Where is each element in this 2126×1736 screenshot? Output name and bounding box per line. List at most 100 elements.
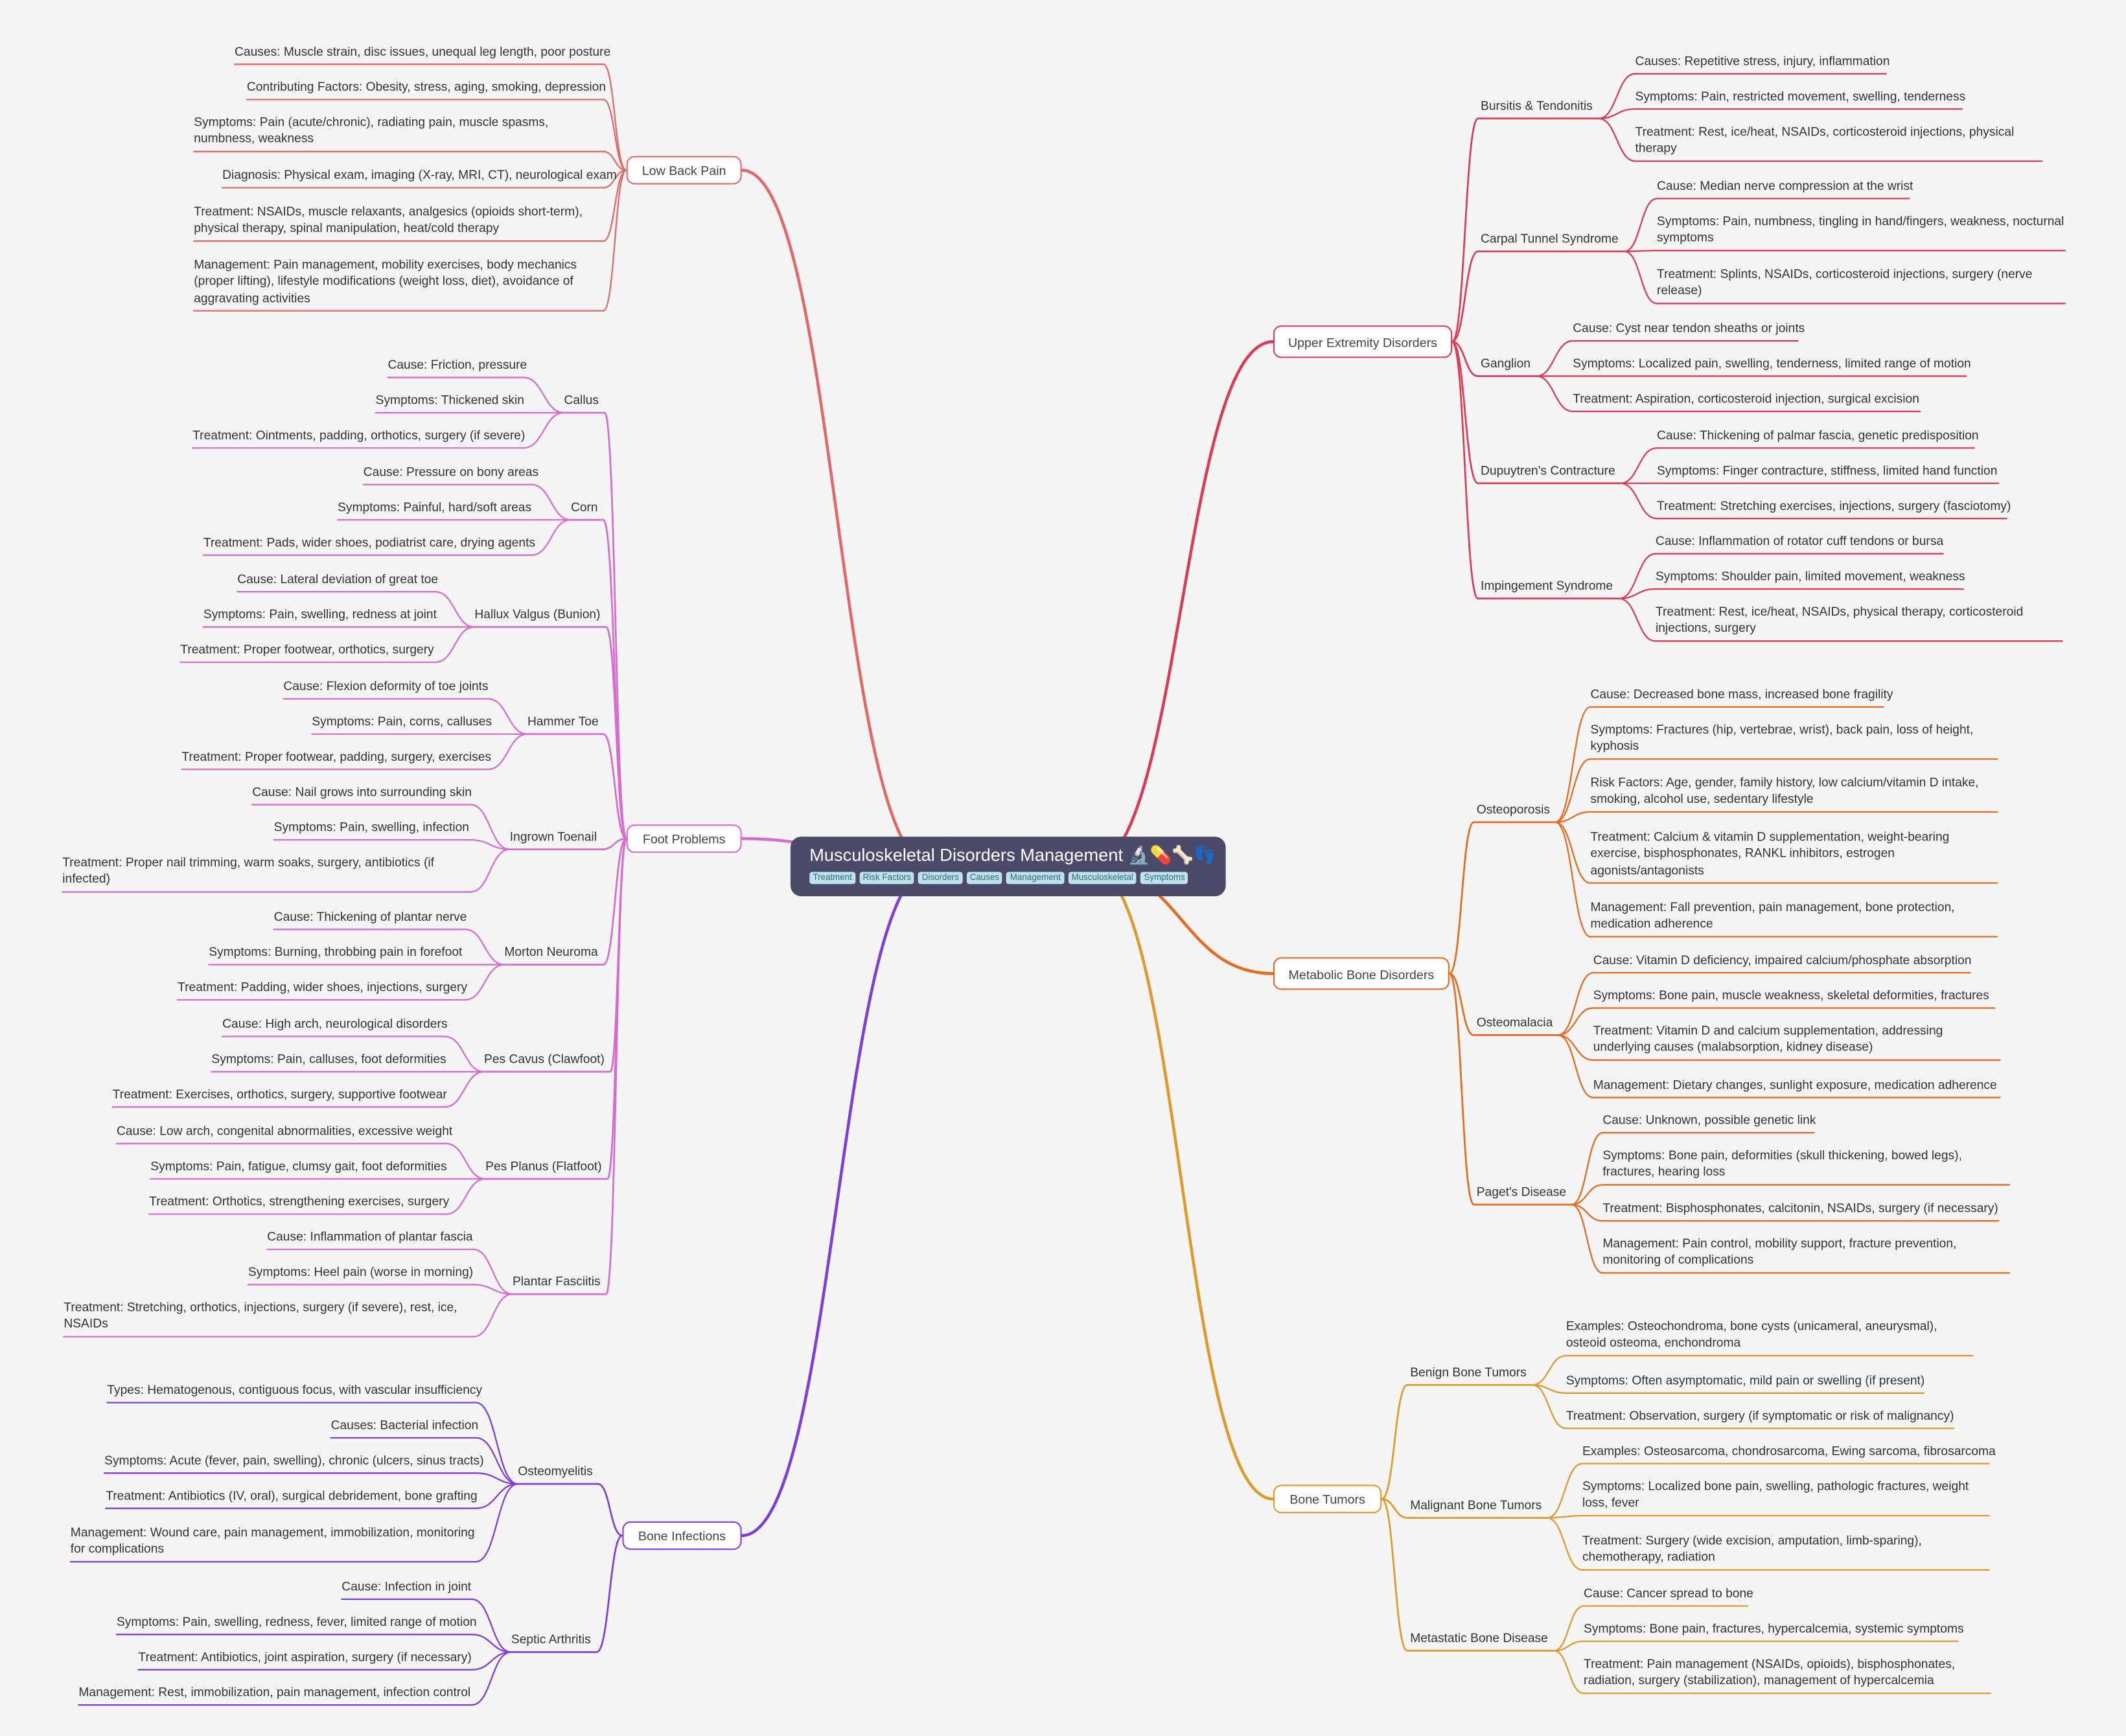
branch-upper[interactable]: Upper Extremity Disorders xyxy=(1273,325,1453,358)
leaf-upper-1[interactable]: Symptoms: Finger contracture, stiffness,… xyxy=(1657,463,1998,478)
sub-meta-osteomalacia[interactable]: Osteomalacia xyxy=(1476,1015,1553,1030)
leaf-meta-0[interactable]: Cause: Vitamin D deficiency, impaired ca… xyxy=(1593,953,1972,967)
leaf-inf-0[interactable]: Types: Hematogenous, contiguous focus, w… xyxy=(107,1383,483,1397)
leaf-foot-0[interactable]: Cause: Pressure on bony areas xyxy=(363,465,539,479)
sub-foot-callus[interactable]: Callus xyxy=(564,393,599,407)
leaf-meta-1[interactable]: Symptoms: Bone pain, muscle weakness, sk… xyxy=(1593,988,1989,1002)
sub-tumor-metastatic-bone-disease[interactable]: Metastatic Bone Disease xyxy=(1410,1631,1548,1645)
sub-foot-pes-planus-flatfoot[interactable]: Pes Planus (Flatfoot) xyxy=(485,1159,602,1174)
leaf-tumor-2[interactable]: Treatment: Surgery (wide excision, amput… xyxy=(1582,1533,1922,1564)
leaf-foot-0[interactable]: Cause: Nail grows into surrounding skin xyxy=(252,785,472,799)
leaf-inf-1[interactable]: Causes: Bacterial infection xyxy=(330,1418,479,1432)
leaf-tumor-2[interactable]: Treatment: Pain management (NSAIDs, opio… xyxy=(1584,1657,1956,1687)
leaf-upper-0[interactable]: Causes: Repetitive stress, injury, infla… xyxy=(1635,54,1890,68)
sub-tumor-benign-bone-tumors[interactable]: Benign Bone Tumors xyxy=(1410,1365,1527,1380)
leaf-lbp-4[interactable]: Treatment: NSAIDs, muscle relaxants, ana… xyxy=(194,204,583,235)
leaf-foot-2[interactable]: Treatment: Proper nail trimming, warm so… xyxy=(62,855,434,886)
sub-upper-dupuytren-s-contracture[interactable]: Dupuytren's Contracture xyxy=(1481,463,1615,478)
leaf-tumor-0[interactable]: Examples: Osteosarcoma, chondrosarcoma, … xyxy=(1582,1444,1996,1458)
sub-upper-ganglion[interactable]: Ganglion xyxy=(1481,356,1531,371)
leaf-foot-0[interactable]: Cause: Lateral deviation of great toe xyxy=(237,572,439,586)
leaf-foot-1[interactable]: Symptoms: Heel pain (worse in morning) xyxy=(248,1265,474,1279)
branch-meta[interactable]: Metabolic Bone Disorders xyxy=(1273,957,1450,990)
leaf-foot-1[interactable]: Symptoms: Painful, hard/soft areas xyxy=(338,500,532,515)
leaf-foot-1[interactable]: Symptoms: Thickened skin xyxy=(375,393,525,407)
leaf-upper-1[interactable]: Symptoms: Localized pain, swelling, tend… xyxy=(1573,356,1971,371)
tag-musculoskeletal[interactable]: Musculoskeletal xyxy=(1068,872,1137,885)
leaf-upper-0[interactable]: Cause: Inflammation of rotator cuff tend… xyxy=(1655,534,1944,548)
leaf-foot-2[interactable]: Treatment: Ointments, padding, orthotics… xyxy=(192,428,526,443)
leaf-meta-0[interactable]: Cause: Unknown, possible genetic link xyxy=(1602,1113,1816,1127)
leaf-upper-1[interactable]: Symptoms: Shoulder pain, limited movemen… xyxy=(1655,569,1965,583)
leaf-foot-2[interactable]: Treatment: Orthotics, strengthening exer… xyxy=(149,1194,450,1209)
tag-risk-factors[interactable]: Risk Factors xyxy=(859,872,915,885)
leaf-tumor-1[interactable]: Symptoms: Bone pain, fractures, hypercal… xyxy=(1584,1621,1964,1636)
leaf-tumor-0[interactable]: Cause: Cancer spread to bone xyxy=(1584,1586,1753,1601)
leaf-meta-4[interactable]: Management: Fall prevention, pain manage… xyxy=(1590,900,1955,931)
leaf-inf-3[interactable]: Treatment: Antibiotics (IV, oral), surgi… xyxy=(106,1488,478,1503)
leaf-lbp-0[interactable]: Causes: Muscle strain, disc issues, uneq… xyxy=(235,45,611,58)
leaf-inf-3[interactable]: Management: Rest, immobilization, pain m… xyxy=(78,1685,471,1699)
leaf-meta-3[interactable]: Treatment: Calcium & vitamin D supplemen… xyxy=(1590,829,1950,877)
sub-upper-impingement-syndrome[interactable]: Impingement Syndrome xyxy=(1481,579,1613,593)
sub-foot-hammer-toe[interactable]: Hammer Toe xyxy=(527,714,599,728)
leaf-upper-0[interactable]: Cause: Thickening of palmar fascia, gene… xyxy=(1657,428,1979,443)
leaf-foot-1[interactable]: Symptoms: Pain, swelling, redness at joi… xyxy=(203,607,437,621)
leaf-upper-2[interactable]: Treatment: Rest, ice/heat, NSAIDs, physi… xyxy=(1655,605,2024,636)
leaf-lbp-5[interactable]: Management: Pain management, mobility ex… xyxy=(194,257,577,305)
leaf-foot-1[interactable]: Symptoms: Burning, throbbing pain in for… xyxy=(209,945,463,959)
tag-symptoms[interactable]: Symptoms xyxy=(1140,872,1188,885)
sub-meta-osteoporosis[interactable]: Osteoporosis xyxy=(1476,802,1551,816)
leaf-inf-1[interactable]: Symptoms: Pain, swelling, redness, fever… xyxy=(116,1615,477,1629)
leaf-foot-2[interactable]: Treatment: Proper footwear, orthotics, s… xyxy=(180,642,434,656)
branch-foot[interactable]: Foot Problems xyxy=(626,824,742,853)
leaf-meta-2[interactable]: Risk Factors: Age, gender, family histor… xyxy=(1590,775,1979,806)
leaf-upper-2[interactable]: Treatment: Aspiration, corticosteroid in… xyxy=(1573,391,1919,406)
leaf-upper-0[interactable]: Cause: Cyst near tendon sheaths or joint… xyxy=(1573,321,1805,335)
leaf-inf-4[interactable]: Management: Wound care, pain management,… xyxy=(70,1525,475,1556)
sub-foot-pes-cavus-clawfoot[interactable]: Pes Cavus (Clawfoot) xyxy=(484,1052,605,1066)
branch-tumor[interactable]: Bone Tumors xyxy=(1273,1485,1382,1514)
sub-foot-ingrown-toenail[interactable]: Ingrown Toenail xyxy=(509,829,597,844)
leaf-tumor-1[interactable]: Symptoms: Localized bone pain, swelling,… xyxy=(1582,1479,1969,1510)
leaf-upper-2[interactable]: Treatment: Splints, NSAIDs, corticostero… xyxy=(1657,267,2033,298)
leaf-lbp-2[interactable]: Symptoms: Pain (acute/chronic), radiatin… xyxy=(194,115,549,146)
leaf-upper-2[interactable]: Treatment: Stretching exercises, injecti… xyxy=(1657,499,2011,513)
leaf-upper-2[interactable]: Treatment: Rest, ice/heat, NSAIDs, corti… xyxy=(1635,124,2015,156)
leaf-inf-2[interactable]: Symptoms: Acute (fever, pain, swelling),… xyxy=(104,1453,484,1468)
sub-upper-bursitis-tendonitis[interactable]: Bursitis & Tendonitis xyxy=(1481,98,1593,113)
leaf-foot-0[interactable]: Cause: Flexion deformity of toe joints xyxy=(283,679,489,693)
leaf-foot-2[interactable]: Treatment: Exercises, orthotics, surgery… xyxy=(112,1087,447,1102)
sub-meta-paget-s-disease[interactable]: Paget's Disease xyxy=(1476,1185,1567,1199)
leaf-foot-1[interactable]: Symptoms: Pain, swelling, infection xyxy=(273,820,470,834)
leaf-meta-3[interactable]: Management: Dietary changes, sunlight ex… xyxy=(1593,1078,1997,1092)
leaf-foot-1[interactable]: Symptoms: Pain, fatigue, clumsy gait, fo… xyxy=(150,1159,447,1174)
tag-treatment[interactable]: Treatment xyxy=(809,872,856,885)
leaf-upper-1[interactable]: Symptoms: Pain, restricted movement, swe… xyxy=(1635,89,1966,104)
leaf-meta-1[interactable]: Symptoms: Bone pain, deformities (skull … xyxy=(1602,1148,1962,1179)
leaf-foot-0[interactable]: Cause: Friction, pressure xyxy=(387,358,527,372)
branch-lbp[interactable]: Low Back Pain xyxy=(626,156,742,185)
leaf-foot-2[interactable]: Treatment: Stretching, orthotics, inject… xyxy=(64,1300,457,1331)
leaf-meta-2[interactable]: Treatment: Bisphosphonates, calcitonin, … xyxy=(1602,1201,1998,1215)
leaf-foot-1[interactable]: Symptoms: Pain, calluses, foot deformiti… xyxy=(211,1052,446,1066)
leaf-foot-0[interactable]: Cause: Inflammation of plantar fascia xyxy=(267,1229,473,1244)
root-node[interactable]: Musculoskeletal Disorders Management 🔬💊🦴… xyxy=(790,837,1226,897)
leaf-tumor-2[interactable]: Treatment: Observation, surgery (if symp… xyxy=(1566,1409,1954,1423)
leaf-tumor-0[interactable]: Examples: Osteochondroma, bone cysts (un… xyxy=(1566,1319,1937,1350)
leaf-upper-1[interactable]: Symptoms: Pain, numbness, tingling in ha… xyxy=(1657,214,2064,245)
leaf-upper-0[interactable]: Cause: Median nerve compression at the w… xyxy=(1657,179,1913,193)
leaf-lbp-1[interactable]: Contributing Factors: Obesity, stress, a… xyxy=(246,80,607,94)
sub-inf-septic-arthritis[interactable]: Septic Arthritis xyxy=(511,1632,591,1647)
leaf-foot-2[interactable]: Treatment: Pads, wider shoes, podiatrist… xyxy=(203,535,536,550)
leaf-foot-2[interactable]: Treatment: Proper footwear, padding, sur… xyxy=(181,750,492,764)
leaf-inf-2[interactable]: Treatment: Antibiotics, joint aspiration… xyxy=(138,1650,472,1664)
branch-inf[interactable]: Bone Infections xyxy=(622,1521,742,1550)
leaf-lbp-3[interactable]: Diagnosis: Physical exam, imaging (X-ray… xyxy=(222,168,617,182)
sub-foot-corn[interactable]: Corn xyxy=(570,500,598,515)
tag-disorders[interactable]: Disorders xyxy=(918,872,963,885)
sub-foot-hallux-valgus-bunion[interactable]: Hallux Valgus (Bunion) xyxy=(474,607,601,621)
leaf-meta-1[interactable]: Symptoms: Fractures (hip, vertebrae, wri… xyxy=(1590,723,1974,754)
leaf-meta-2[interactable]: Treatment: Vitamin D and calcium supplem… xyxy=(1593,1023,1943,1054)
leaf-foot-0[interactable]: Cause: High arch, neurological disorders xyxy=(222,1017,448,1031)
